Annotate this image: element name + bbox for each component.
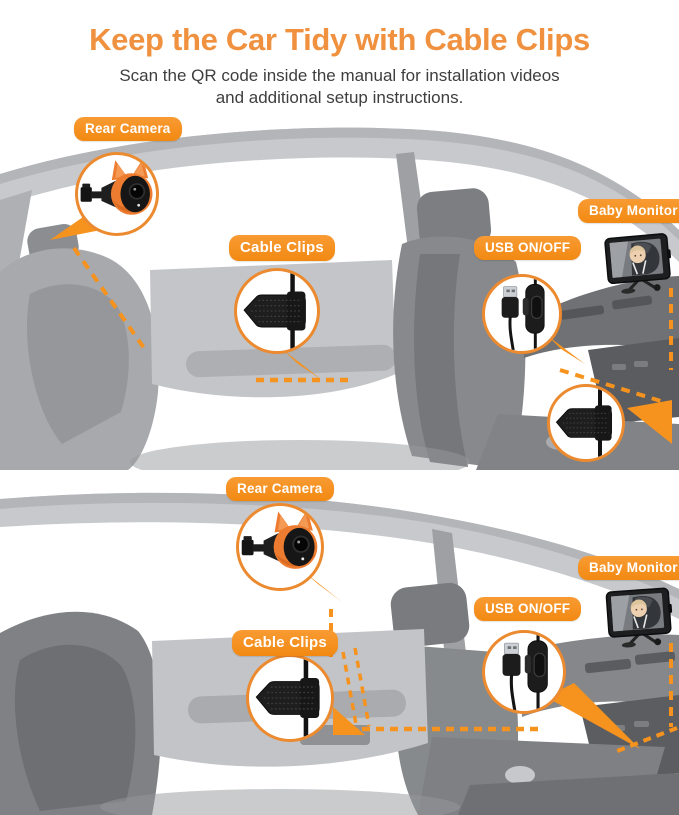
bunny-ear-camera-icon <box>78 155 156 233</box>
cable-clip-icon <box>550 387 622 459</box>
header: Keep the Car Tidy with Cable Clips Scan … <box>0 0 679 109</box>
page-subtitle: Scan the QR code inside the manual for i… <box>0 65 679 110</box>
bunny-ear-camera-icon <box>239 506 321 588</box>
baby-monitor-label: Baby Monitor <box>578 556 679 580</box>
usb-on-off-label: USB ON/OFF <box>474 597 582 621</box>
subtitle-line-1: Scan the QR code inside the manual for i… <box>119 65 560 85</box>
cable-clip-photo <box>234 268 320 354</box>
page-title: Keep the Car Tidy with Cable Clips <box>89 22 590 57</box>
baby-monitor-screen-icon <box>603 231 676 297</box>
cable-clip-photo <box>547 384 625 462</box>
usb-on-off-label: USB ON/OFF <box>474 236 582 260</box>
rear-camera-label: Rear Camera <box>74 117 182 141</box>
subtitle-line-2: and additional setup instructions. <box>215 87 464 107</box>
usb-switch-icon <box>485 277 559 351</box>
baby-monitor-label: Baby Monitor <box>578 199 679 223</box>
cable-clip-photo <box>246 654 334 742</box>
installation-panel-bottom: Rear Camera Cable Clips USB ON/OFF Baby … <box>0 477 679 815</box>
rear-camera-label: Rear Camera <box>226 477 334 501</box>
baby-monitor-photo <box>604 586 676 651</box>
usb-switch-photo <box>482 630 566 714</box>
baby-monitor-photo <box>603 231 676 297</box>
usb-switch-photo <box>482 274 562 354</box>
cable-clip-icon <box>249 657 331 739</box>
installation-panel-top: Rear Camera Cable Clips USB ON/OFF Baby … <box>0 112 679 470</box>
car-interior-illustration <box>0 492 679 815</box>
cable-clips-label: Cable Clips <box>232 630 338 656</box>
cable-clips-label: Cable Clips <box>229 235 335 261</box>
rear-camera-photo <box>236 503 324 591</box>
cable-clip-icon <box>237 271 317 351</box>
rear-camera-photo <box>75 152 159 236</box>
baby-monitor-screen-icon <box>604 586 676 651</box>
usb-switch-icon <box>485 633 563 711</box>
